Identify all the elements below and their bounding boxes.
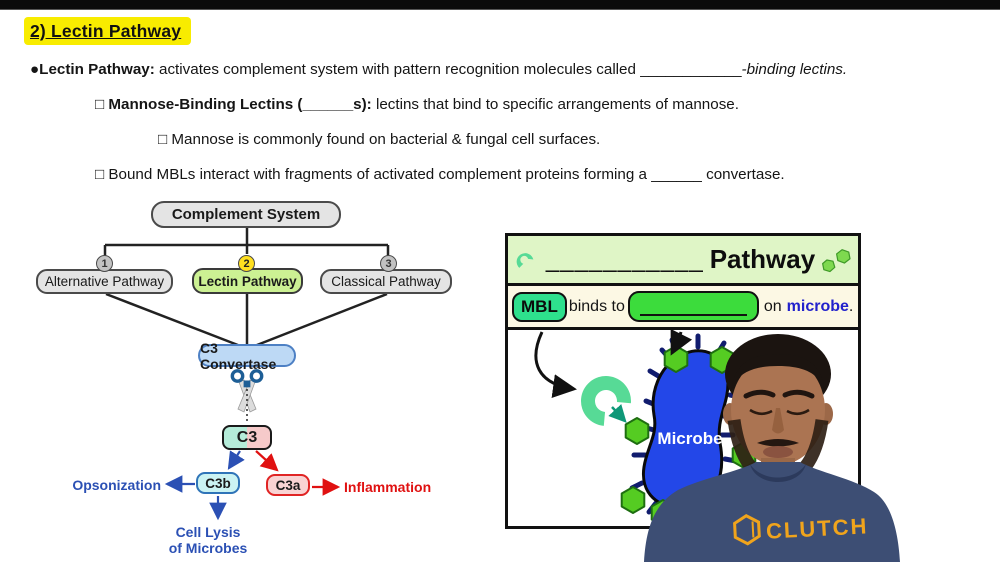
panel-title-blank: ___________ <box>545 245 704 273</box>
c3b-box: C3b <box>196 472 240 494</box>
step-number: 3 <box>385 257 392 270</box>
bullet-mannose-note: □ Mannose is commonly found on bacterial… <box>158 131 600 148</box>
panel-header: ___________ Pathway <box>508 236 858 286</box>
arrow-c3-to-c3b <box>227 450 245 470</box>
step-number: 2 <box>243 257 250 270</box>
square-bullet-icon: □ <box>95 166 105 183</box>
top-bar <box>0 0 1000 10</box>
bullet-text: activates complement system with pattern… <box>154 61 641 78</box>
c3b-label: C3b <box>205 475 231 491</box>
step-number: 1 <box>101 257 108 270</box>
panel-caption-row: MBL binds to on microbe . <box>508 286 858 330</box>
cell-lysis-line2: of Microbes <box>168 540 248 556</box>
complement-system-box: Complement System <box>151 201 341 228</box>
c3-convertase-box: C3 Convertase <box>198 340 296 372</box>
lectin-pathway-label: Lectin Pathway <box>198 273 297 289</box>
classical-pathway-box: Classical Pathway <box>320 269 452 294</box>
fill-blank-box <box>627 291 759 322</box>
period-text: . <box>848 297 854 315</box>
mbl-chip: MBL <box>512 291 567 322</box>
bullet-bound-mbls: □ Bound MBLs interact with fragments of … <box>95 166 785 183</box>
bullet-bold: Mannose-Binding Lectins (______s): <box>104 96 372 113</box>
mbl-crescent-icon <box>516 252 534 268</box>
cell-lysis-line1: Cell Lysis <box>175 524 241 540</box>
scissors-icon <box>230 369 264 413</box>
panel-title-word: Pathway <box>709 244 816 274</box>
bullet-label: ●Lectin Pathway: <box>30 61 155 78</box>
arrow-mbl-to-crescent <box>534 331 577 398</box>
c3-label: C3 <box>236 428 258 446</box>
opsonization-label: Opsonization <box>72 477 161 493</box>
bullet-italic: -binding lectins. <box>741 61 848 78</box>
square-bullet-icon: □ <box>158 131 168 148</box>
microbe-label: Microbe <box>657 429 723 448</box>
c3a-label: C3a <box>275 477 301 493</box>
alternative-pathway-label: Alternative Pathway <box>44 274 165 289</box>
on-text: on <box>763 297 782 315</box>
lectin-pathway-panel: ___________ Pathway MBL binds to on micr… <box>505 233 861 529</box>
lectin-pathway-box: Lectin Pathway <box>192 268 303 294</box>
alternative-pathway-box: Alternative Pathway <box>36 269 173 294</box>
slide-title-text: 2) Lectin Pathway <box>24 17 192 45</box>
square-bullet-icon: □ <box>95 96 105 113</box>
blank-underline <box>639 314 747 316</box>
complement-system-label: Complement System <box>171 206 321 223</box>
bullet-lectin-pathway: ●Lectin Pathway: activates complement sy… <box>30 61 847 78</box>
microbe-text: microbe <box>786 297 849 315</box>
classical-pathway-label: Classical Pathway <box>331 274 441 289</box>
arrow-blank-to-hexagon <box>670 330 693 356</box>
panel-illustration: Microbe <box>508 330 858 523</box>
bullet-text: lectins that bind to specific arrangemen… <box>371 96 739 113</box>
arrow-c3-to-c3a <box>255 450 279 472</box>
arrow-crescent-to-mannose <box>608 404 627 423</box>
bullet-text: Mannose is commonly found on bacterial &… <box>167 131 601 148</box>
bullet-text: Bound MBLs interact with fragments of ac… <box>104 166 785 183</box>
fill-blank: ____________ <box>640 61 742 78</box>
binds-to-text: binds to <box>568 297 625 315</box>
target-mannose-hexagon <box>624 417 650 445</box>
step-2-badge: 2 <box>238 255 255 272</box>
cell-lysis-label: Cell Lysis of Microbes <box>156 524 260 556</box>
c3-box: C3 <box>222 425 272 450</box>
bullet-mbl-definition: □ Mannose-Binding Lectins (______s): lec… <box>95 96 739 113</box>
microbe-diagram <box>534 330 757 523</box>
mbl-crescent <box>580 375 631 426</box>
c3a-box: C3a <box>266 474 310 496</box>
step-1-badge: 1 <box>96 255 113 272</box>
c3-convertase-label: C3 Convertase <box>200 339 277 372</box>
inflammation-label: Inflammation <box>344 479 432 495</box>
mannose-hexagons-icon <box>822 248 851 272</box>
slide-title: 2) Lectin Pathway <box>24 17 192 45</box>
step-3-badge: 3 <box>380 255 397 272</box>
